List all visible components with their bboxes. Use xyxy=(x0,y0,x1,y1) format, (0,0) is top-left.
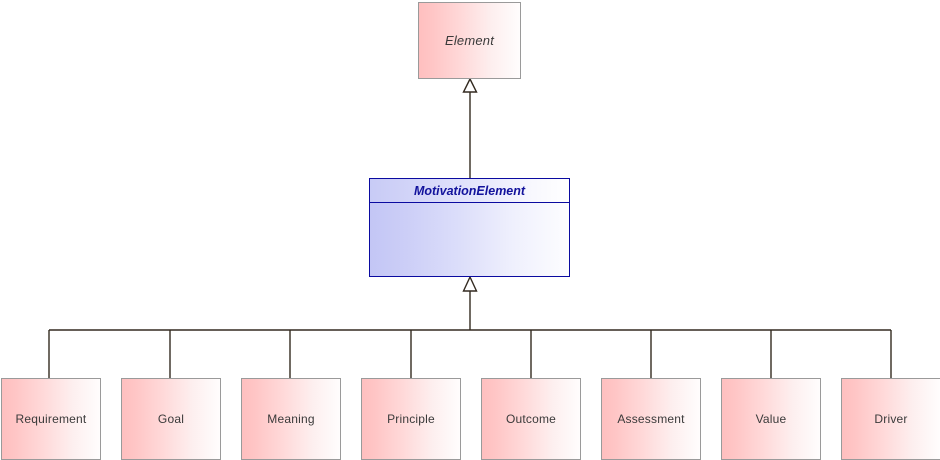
class-name-assessment: Assessment xyxy=(617,412,685,426)
class-name-principle: Principle xyxy=(387,412,435,426)
generalization-leaves-to-motivationelement xyxy=(48,275,892,378)
class-name-outcome: Outcome xyxy=(505,412,557,426)
class-node-requirement[interactable]: Requirement xyxy=(1,378,101,460)
class-name-value: Value xyxy=(755,412,787,426)
generalization-arrowhead-lower xyxy=(462,275,478,292)
class-node-outcome[interactable]: Outcome xyxy=(481,378,581,460)
class-node-meaning[interactable]: Meaning xyxy=(241,378,341,460)
class-node-element[interactable]: Element xyxy=(418,2,521,79)
class-node-driver[interactable]: Driver xyxy=(841,378,940,460)
class-name-requirement: Requirement xyxy=(15,412,87,426)
class-node-goal[interactable]: Goal xyxy=(121,378,221,460)
class-node-assessment[interactable]: Assessment xyxy=(601,378,701,460)
class-name-element: Element xyxy=(444,33,495,48)
class-node-value[interactable]: Value xyxy=(721,378,821,460)
class-compartment-motivationelement xyxy=(370,203,569,276)
class-name-motivationelement: MotivationElement xyxy=(370,179,569,203)
class-name-meaning: Meaning xyxy=(267,412,315,426)
class-node-motivationelement[interactable]: MotivationElement xyxy=(369,178,570,277)
generalization-motivationelement-to-element xyxy=(462,77,478,178)
class-name-driver: Driver xyxy=(874,412,908,426)
generalization-arrowhead-upper xyxy=(462,77,478,93)
class-name-goal: Goal xyxy=(157,412,185,426)
class-node-principle[interactable]: Principle xyxy=(361,378,461,460)
